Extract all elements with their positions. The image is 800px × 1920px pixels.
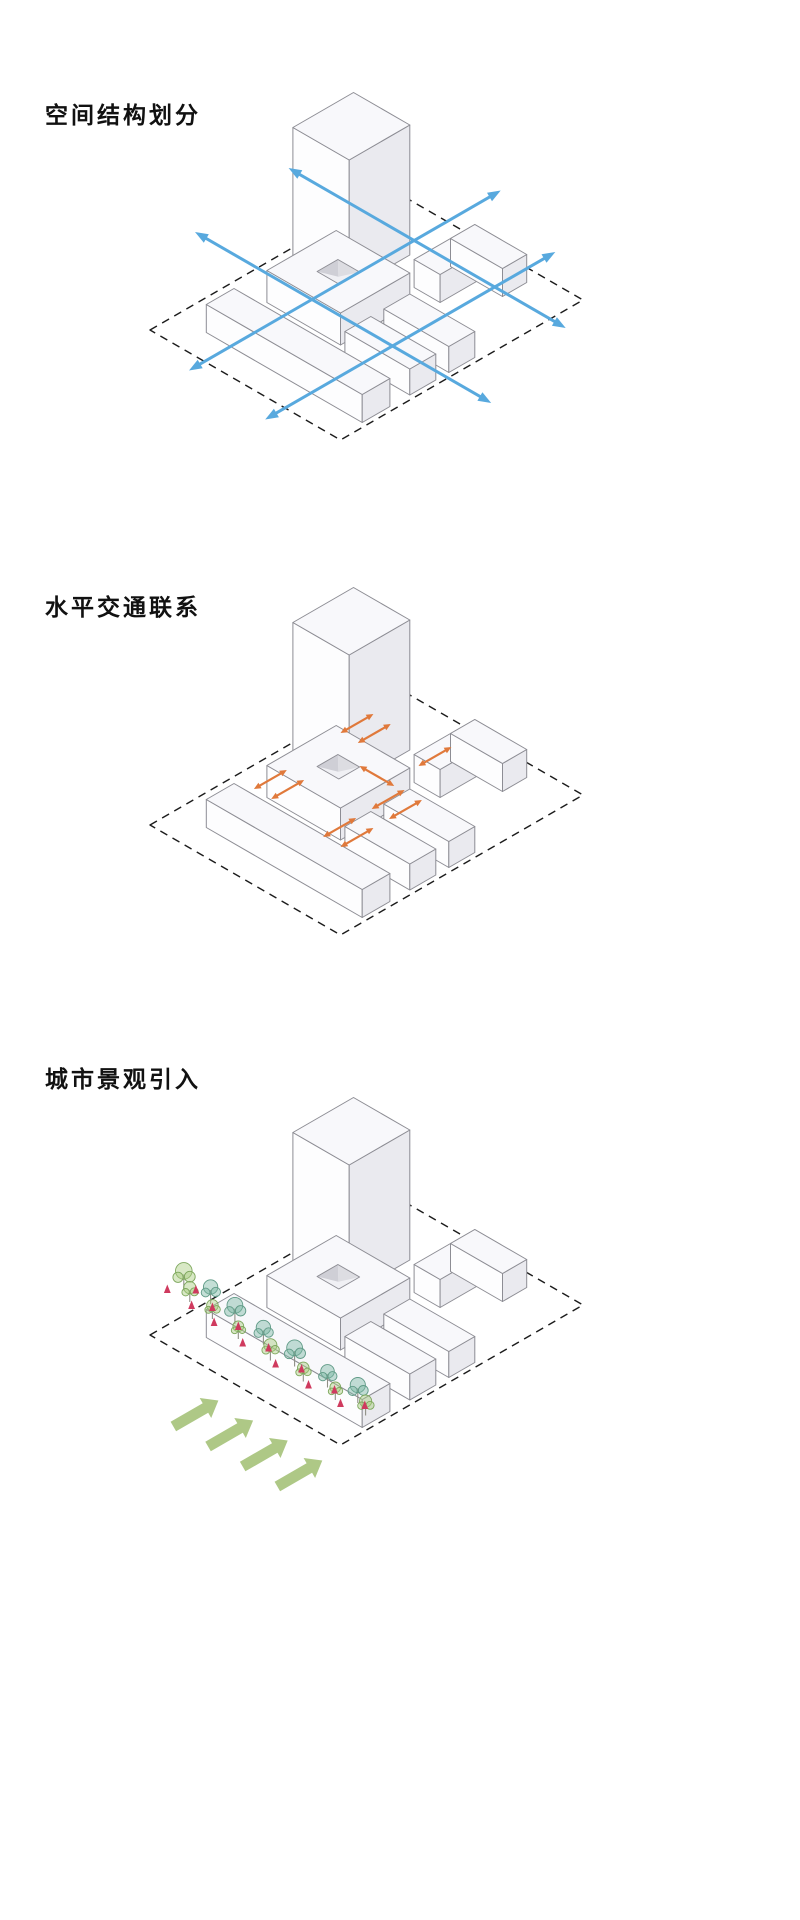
axis-arrow xyxy=(288,168,566,328)
building-l-block-front xyxy=(450,224,528,297)
building-long-bar xyxy=(205,783,391,918)
shrub-marker xyxy=(305,1380,312,1389)
axis-arrow xyxy=(189,190,501,371)
traffic-arrow xyxy=(271,780,305,799)
panel-title-urban-landscape: 城市景观引入 xyxy=(45,1066,201,1092)
building-bar-near xyxy=(344,811,437,891)
landscape-arrow xyxy=(274,1458,323,1492)
tree-icon xyxy=(283,1339,306,1367)
axis-arrow xyxy=(265,252,556,420)
building-l-block-front xyxy=(450,1229,528,1302)
traffic-arrow xyxy=(389,800,422,819)
traffic-arrow xyxy=(253,770,287,789)
tree-icon xyxy=(224,1296,247,1324)
shrub-marker xyxy=(361,1400,369,1409)
traffic-arrow xyxy=(371,790,405,809)
traffic-arrow xyxy=(418,747,452,766)
shrub-marker xyxy=(298,1364,305,1373)
horizontal-traffic-diagram xyxy=(149,587,584,936)
traffic-arrow xyxy=(359,766,395,786)
shrub-marker xyxy=(209,1302,216,1311)
traffic-arrow xyxy=(357,724,391,743)
tree-icon xyxy=(318,1364,338,1388)
landscape-arrow xyxy=(239,1438,288,1472)
shrub-marker xyxy=(265,1343,272,1352)
building-bar-near xyxy=(344,316,437,396)
shrub-marker xyxy=(337,1398,344,1407)
traffic-arrow xyxy=(340,828,374,847)
building-long-bar xyxy=(205,288,391,423)
shrub-marker xyxy=(272,1359,279,1368)
shrub-marker xyxy=(331,1385,338,1394)
shrub-marker xyxy=(210,1317,218,1326)
shrub-marker xyxy=(239,1338,247,1347)
panel-title-spatial-structure: 空间结构划分 xyxy=(45,102,201,128)
shrub-marker xyxy=(163,1284,171,1293)
panel-spatial-structure: 空间结构划分 xyxy=(0,0,800,530)
landscape-arrow xyxy=(205,1418,254,1452)
tree-icon xyxy=(253,1319,274,1345)
spatial-structure-diagram xyxy=(149,92,584,441)
landscape-arrow xyxy=(170,1398,219,1432)
shrub-marker xyxy=(192,1285,200,1294)
shrub-marker xyxy=(188,1300,195,1309)
building-l-block-front xyxy=(450,719,528,792)
panel-title-horizontal-traffic: 水平交通联系 xyxy=(45,594,201,620)
shrub-marker xyxy=(234,1321,242,1330)
urban-landscape-diagram xyxy=(149,1097,584,1492)
panel-urban-landscape: 城市景观引入 xyxy=(0,1010,800,1920)
traffic-arrow xyxy=(340,714,374,733)
axis-arrow xyxy=(195,232,492,403)
traffic-arrow xyxy=(323,818,357,837)
tree-icon xyxy=(172,1262,196,1291)
tree-icon xyxy=(200,1279,221,1304)
panel-horizontal-traffic: 水平交通联系 xyxy=(0,530,800,1010)
